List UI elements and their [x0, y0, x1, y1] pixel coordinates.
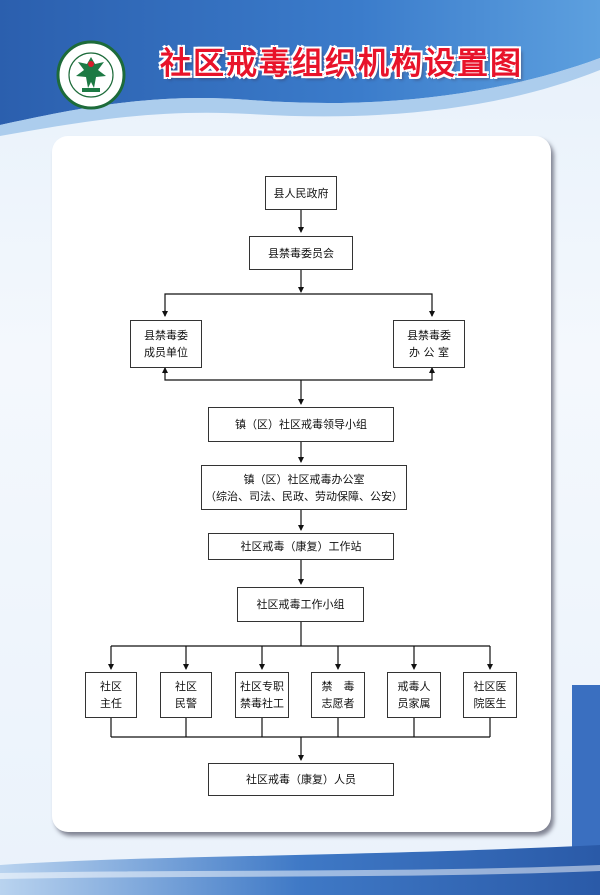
member-line2: 禁毒社工 [240, 697, 284, 710]
box-member-social-worker: 社区专职 禁毒社工 [235, 672, 289, 718]
box-county-narcotics-committee-label: 县禁毒委员会 [268, 246, 334, 260]
member-line1: 禁 毒 [321, 680, 355, 693]
rehab-persons-label: 社区戒毒（康复）人员 [246, 773, 356, 786]
town-office-line1: 镇（区）社区戒毒办公室 [243, 472, 365, 486]
committee-office-line1: 县禁毒委 [407, 329, 451, 342]
box-county-government-label: 县人民政府 [273, 186, 329, 200]
box-committee-office: 县禁毒委 办 公 室 [393, 320, 465, 368]
committee-office-line2: 办 公 室 [409, 346, 449, 359]
box-member-volunteer: 禁 毒 志愿者 [311, 672, 365, 718]
box-town-office: 镇（区）社区戒毒办公室 （综治、司法、民政、劳动保障、公安） [201, 465, 407, 510]
bottom-banner-wave [0, 685, 600, 895]
member-line2: 志愿者 [321, 697, 355, 710]
member-line1: 社区 [175, 680, 197, 693]
branch-top [164, 293, 433, 316]
member-line2: 民警 [175, 697, 197, 710]
branch-bottom [164, 368, 433, 381]
box-town-leading-group: 镇（区）社区戒毒领导小组 [208, 407, 394, 442]
box-work-group: 社区戒毒工作小组 [237, 587, 364, 622]
box-member-community-director: 社区 主任 [85, 672, 137, 718]
member-line2: 院医生 [473, 697, 507, 710]
box-workstation: 社区戒毒（康复）工作站 [208, 533, 394, 560]
town-office-line2: （综治、司法、民政、劳动保障、公安） [205, 489, 403, 503]
box-committee-member-units: 县禁毒委 成员单位 [130, 320, 202, 368]
page-title: 社区戒毒组织机构设置图 [160, 46, 523, 82]
box-county-government: 县人民政府 [265, 176, 337, 210]
member-line1: 戒毒人 [397, 680, 431, 693]
box-county-narcotics-committee: 县禁毒委员会 [249, 236, 353, 270]
workstation-label: 社区戒毒（康复）工作站 [240, 540, 362, 553]
committee-members-line1: 县禁毒委 [144, 329, 188, 342]
narcotics-control-emblem-icon [56, 40, 126, 110]
member-line2: 员家属 [397, 697, 431, 710]
town-leading-group-label: 镇（区）社区戒毒领导小组 [235, 418, 367, 431]
member-line1: 社区 [100, 680, 122, 693]
top-banner-wave [0, 0, 600, 136]
member-line1: 社区医 [473, 680, 507, 693]
box-member-community-police: 社区 民警 [160, 672, 212, 718]
box-member-family: 戒毒人 员家属 [387, 672, 441, 718]
work-group-label: 社区戒毒工作小组 [256, 598, 345, 611]
box-rehab-persons: 社区戒毒（康复）人员 [208, 763, 394, 796]
committee-members-line2: 成员单位 [144, 346, 188, 359]
member-line1: 社区专职 [240, 680, 284, 693]
box-member-doctor: 社区医 院医生 [463, 672, 517, 718]
member-line2: 主任 [100, 697, 122, 710]
